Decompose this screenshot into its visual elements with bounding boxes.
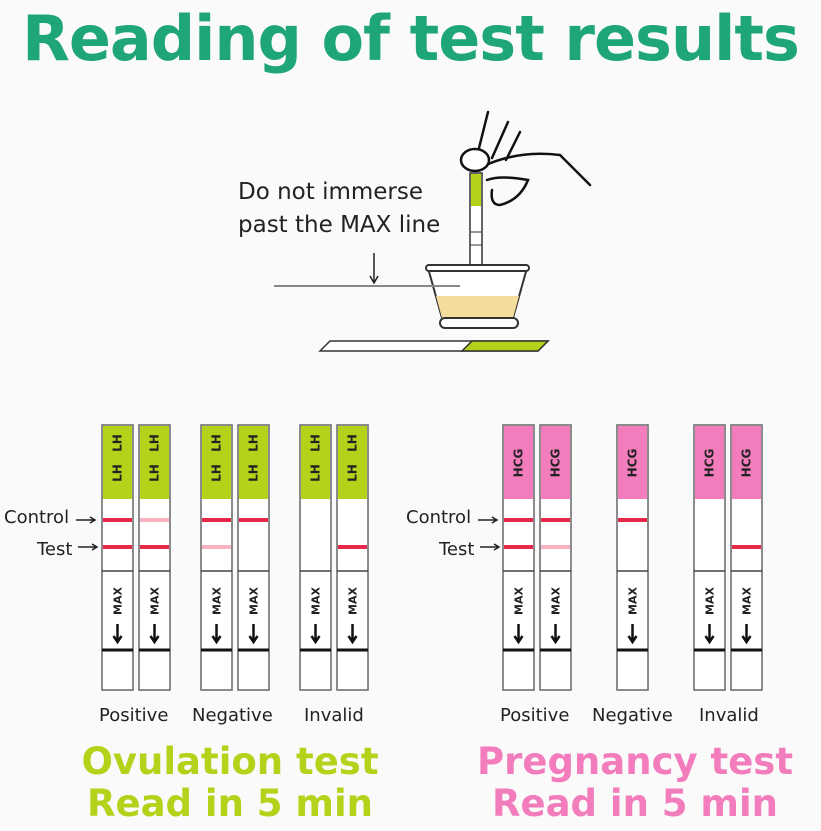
strip-brand-label: LH [346,464,360,482]
pregnancy-test-strip: HCG MAX [539,424,572,691]
strip-brand-label: LH [210,464,224,482]
test-line [140,545,169,549]
ovulation-test-strip: LH LH MAX [336,424,369,691]
instruction-line-2: past the MAX line [238,212,441,238]
max-label: MAX [741,587,754,615]
arrow-right-icon [78,543,99,551]
ovulation-caption-title: Ovulation test [81,740,379,783]
strip-brand-label: LH [247,434,261,452]
strip-brand-label: LH [247,464,261,482]
strip-brand-label: LH [111,464,125,482]
strip-brand-label: LH [111,434,125,452]
max-label: MAX [704,587,717,615]
max-label: MAX [627,587,640,615]
page-title: Reading of test results [22,2,800,75]
arrow-down-icon [112,624,123,645]
pregnancy-caption: Pregnancy test Read in 5 min [470,741,800,825]
control-line [618,518,647,522]
test-label: Test [37,539,73,560]
ovulation-test-strip: LH LH MAX [101,424,134,691]
max-label: MAX [550,587,563,615]
control-line [239,518,268,522]
ovulation-test-strip: LH LH MAX [200,424,233,691]
control-label: Control [4,507,70,528]
arrow-down-icon [513,624,524,645]
pregnancy-positive-label: Positive [500,705,570,726]
instruction-line-1: Do not immerse [238,179,424,205]
strip-brand-label: LH [309,434,323,452]
hand-icon [459,110,592,207]
pregnancy-invalid-label: Invalid [699,705,759,726]
arrow-right-icon [478,516,499,524]
arrow-down-icon [248,624,259,645]
control-line [103,518,132,522]
max-label: MAX [248,587,261,615]
test-line [541,545,570,549]
arrow-down-icon [550,624,561,645]
arrow-down-icon [347,624,358,645]
arrow-right-icon [76,516,97,524]
control-line [140,518,169,522]
arrow-down-icon [627,624,638,645]
test-label-pregnancy: Test [439,539,475,560]
pregnancy-test-strip: HCG MAX [616,424,649,691]
control-line [541,518,570,522]
pregnancy-negative-label: Negative [592,705,673,726]
strip-brand-label: LH [210,434,224,452]
max-label: MAX [513,587,526,615]
max-label: MAX [149,587,162,615]
max-label: MAX [112,587,125,615]
strip-brand-label: LH [309,464,323,482]
test-line [202,545,231,549]
ovulation-test-strip: LH LH MAX [299,424,332,691]
ovulation-test-strip: LH LH MAX [138,424,171,691]
ovulation-invalid-label: Invalid [304,705,364,726]
strip-brand-label: HCG [549,449,563,478]
max-label: MAX [347,587,360,615]
pregnancy-caption-time: Read in 5 min [491,782,779,825]
test-line [504,545,533,549]
strip-brand-label: HCG [740,449,754,478]
arrow-right-icon [480,543,501,551]
strip-brand-label: LH [148,434,162,452]
pregnancy-caption-title: Pregnancy test [476,740,794,783]
pregnancy-test-strip: HCG MAX [693,424,726,691]
arrow-down-icon [741,624,752,645]
strip-brand-label: HCG [512,449,526,478]
test-line [103,545,132,549]
max-label: MAX [211,587,224,615]
ovulation-test-strip: LH LH MAX [237,424,270,691]
ovulation-positive-label: Positive [99,705,169,726]
arrow-down-icon [149,624,160,645]
arrow-down-icon [310,624,321,645]
strip-brand-label: LH [148,464,162,482]
pregnancy-test-strip: HCG MAX [502,424,535,691]
arrow-down-icon [211,624,222,645]
arrow-down-icon [704,624,715,645]
instruction-text: Do not immerse past the MAX line [238,176,440,242]
max-label: MAX [310,587,323,615]
control-line [504,518,533,522]
control-line [202,518,231,522]
ovulation-caption: Ovulation test Read in 5 min [60,741,400,825]
control-label-pregnancy: Control [406,507,472,528]
test-line [338,545,367,549]
strip-brand-label: HCG [703,449,717,478]
test-line [732,545,761,549]
pregnancy-test-strip: HCG MAX [730,424,763,691]
ovulation-caption-time: Read in 5 min [86,782,374,825]
strip-brand-label: HCG [626,449,640,478]
strip-brand-label: LH [346,434,360,452]
ovulation-negative-label: Negative [192,705,273,726]
